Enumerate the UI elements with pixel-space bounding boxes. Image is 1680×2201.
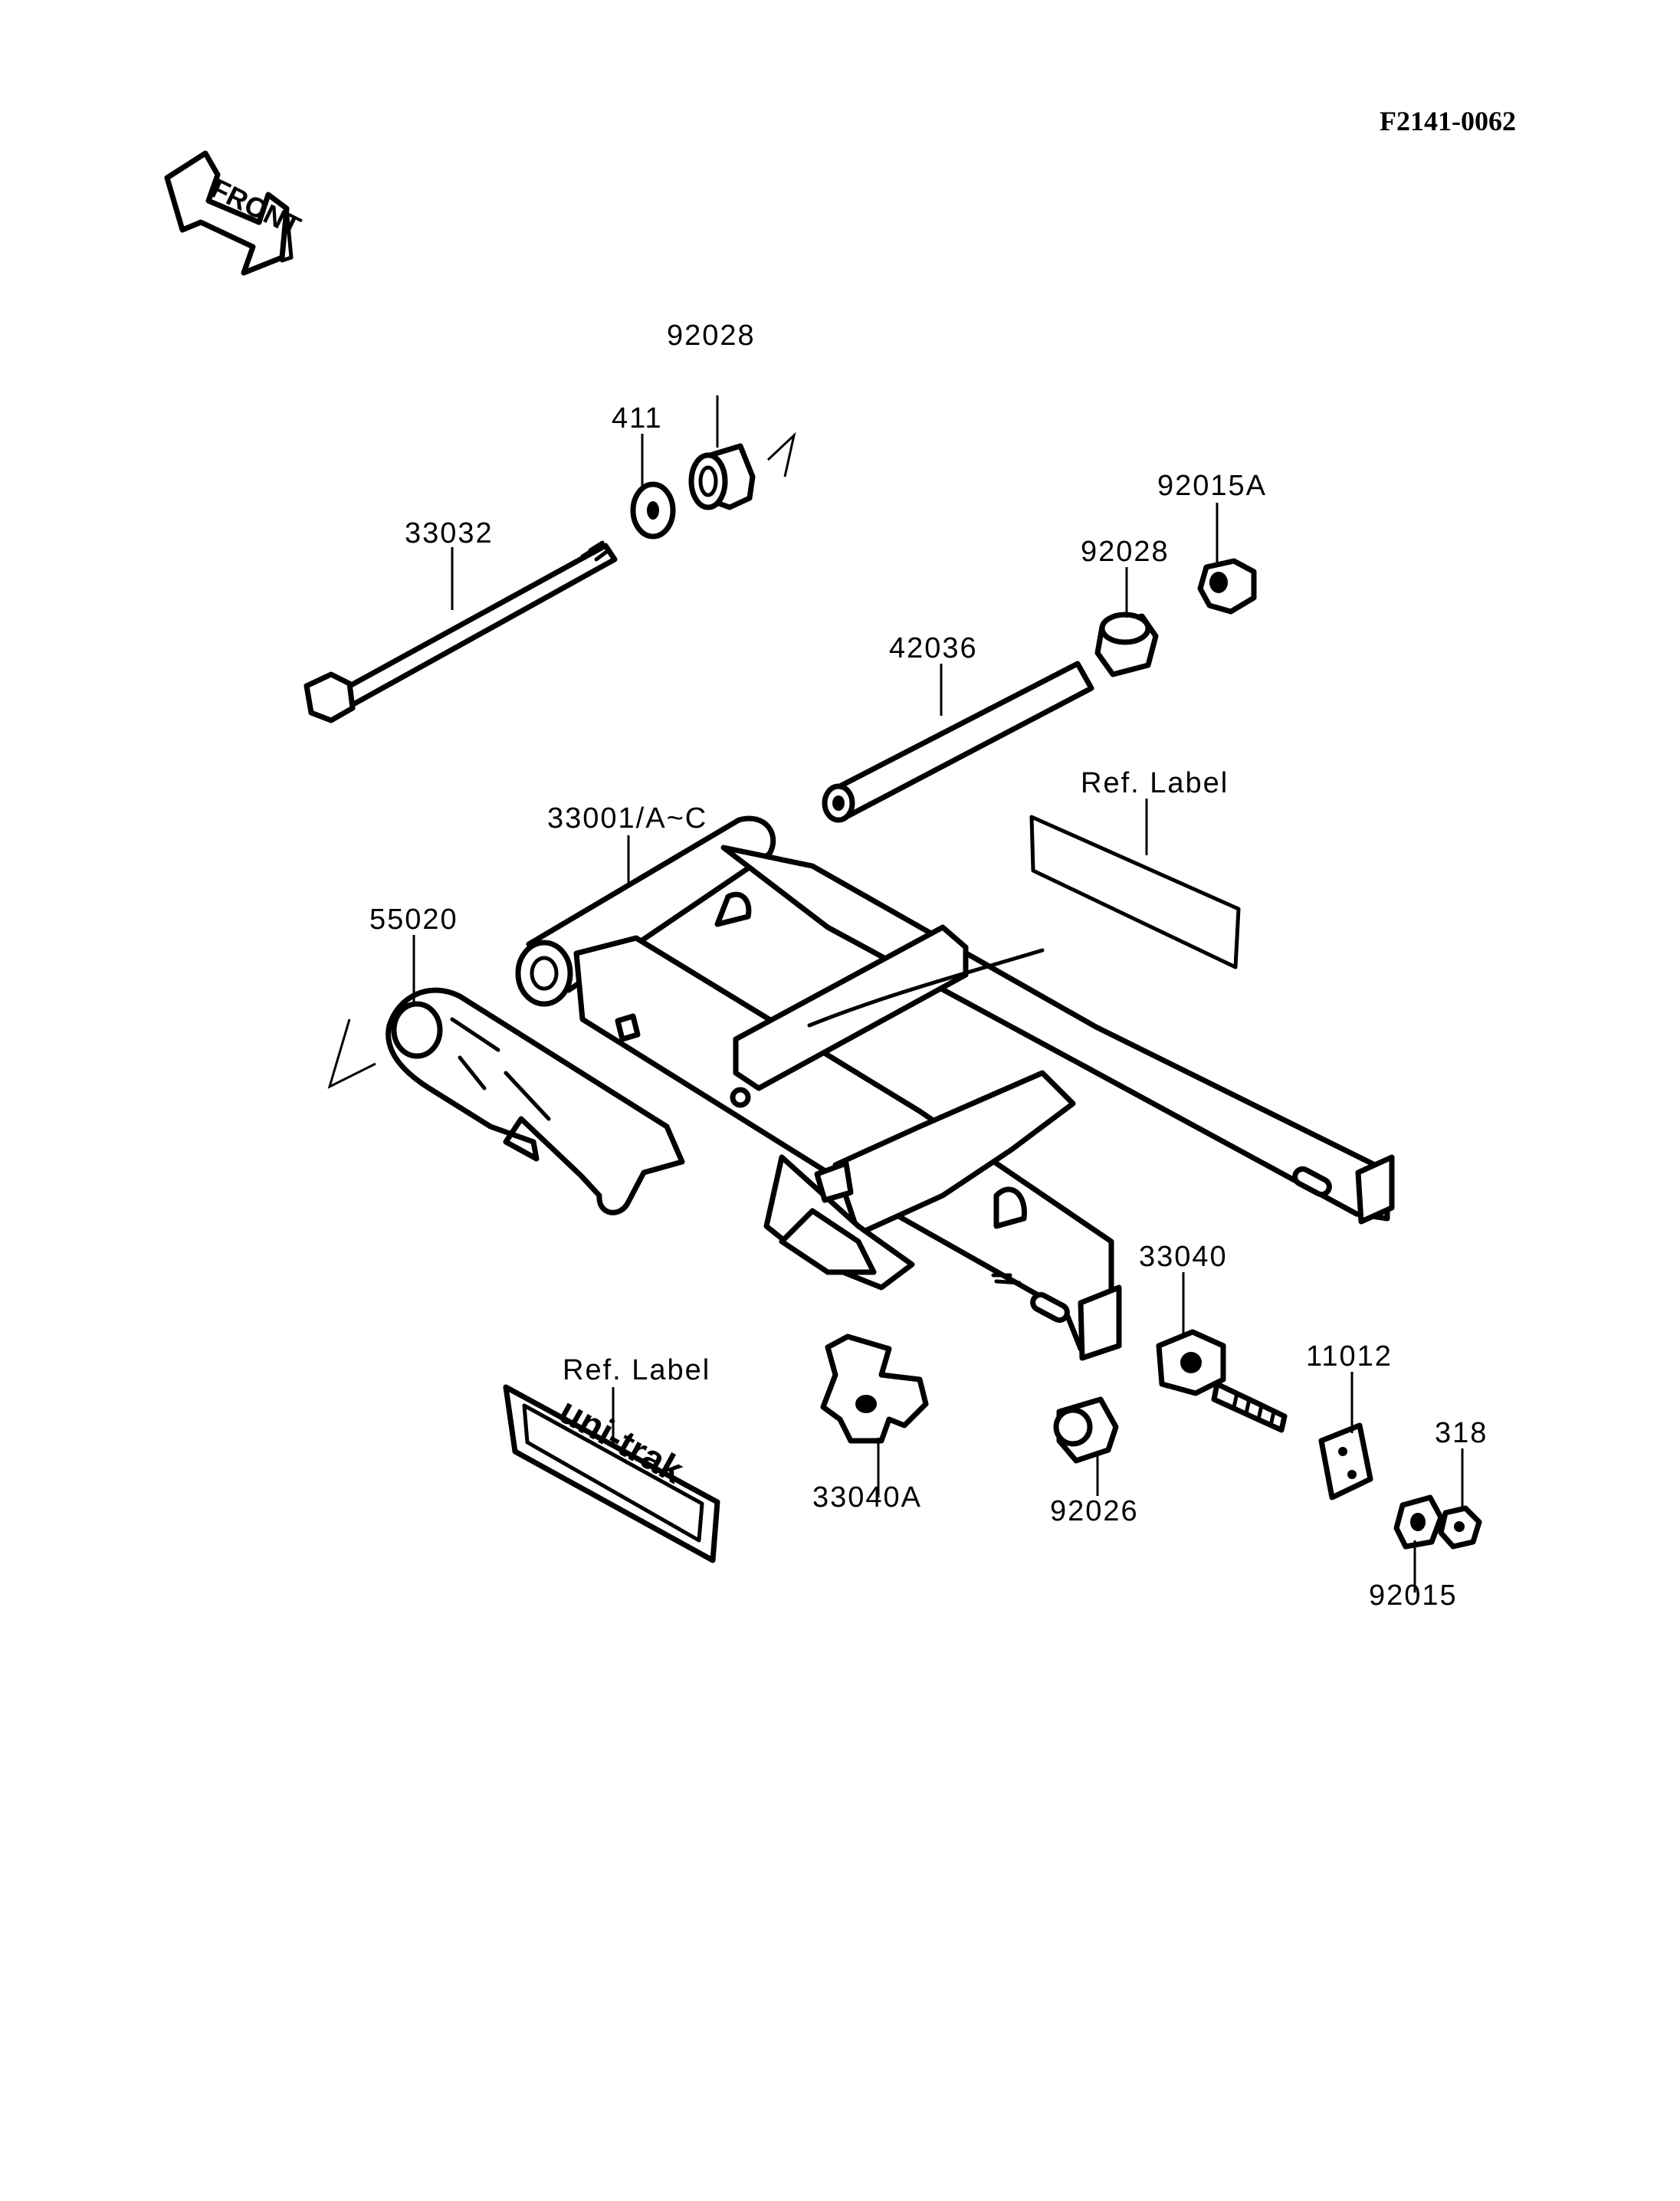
callout-ref-label-bottom: Ref. Label bbox=[563, 1354, 710, 1386]
chain-guard-55020 bbox=[327, 987, 685, 1215]
roller-92026 bbox=[1053, 1396, 1119, 1464]
nut-318 bbox=[1438, 1505, 1482, 1550]
callout-ref-label-top: Ref. Label bbox=[1081, 767, 1229, 799]
callout-318: 318 bbox=[1435, 1417, 1488, 1449]
callout-92026: 92026 bbox=[1050, 1495, 1139, 1527]
callout-92028-right: 92028 bbox=[1081, 536, 1170, 568]
swing-arm-33001 bbox=[515, 815, 1395, 1361]
bushing-92028-right bbox=[1094, 612, 1159, 677]
callout-42036: 42036 bbox=[889, 632, 978, 664]
callout-33032: 33032 bbox=[405, 517, 494, 549]
callout-92015: 92015 bbox=[1369, 1579, 1458, 1612]
ref-label-sticker-top bbox=[1029, 815, 1241, 969]
callout-33040A: 33040A bbox=[812, 1481, 922, 1514]
callout-33040: 33040 bbox=[1139, 1241, 1228, 1273]
callout-33001: 33001/A~C bbox=[547, 802, 707, 835]
callout-11012: 11012 bbox=[1306, 1340, 1393, 1373]
chain-adjuster-33040 bbox=[1156, 1329, 1288, 1433]
ref-label-sticker-bottom: uni-trak bbox=[503, 1384, 720, 1563]
nut-92015A bbox=[1197, 558, 1257, 615]
pivot-bolt-33032 bbox=[304, 540, 618, 723]
bushing-92028-top bbox=[688, 431, 796, 510]
leader-lines bbox=[412, 395, 1464, 1593]
nut-92015 bbox=[1393, 1494, 1444, 1550]
callout-92015A: 92015A bbox=[1157, 470, 1267, 502]
callout-92028-top: 92028 bbox=[667, 320, 756, 352]
front-direction-arrow-icon: FRONT bbox=[164, 150, 306, 276]
diagram-code: F2141-0062 bbox=[1380, 106, 1516, 136]
callout-411: 411 bbox=[612, 402, 663, 435]
adjuster-plate-33040A bbox=[820, 1333, 929, 1444]
collar-42036 bbox=[822, 661, 1094, 823]
washer-411 bbox=[630, 481, 676, 540]
callout-55020: 55020 bbox=[369, 904, 458, 936]
plate-11012 bbox=[1318, 1422, 1373, 1501]
